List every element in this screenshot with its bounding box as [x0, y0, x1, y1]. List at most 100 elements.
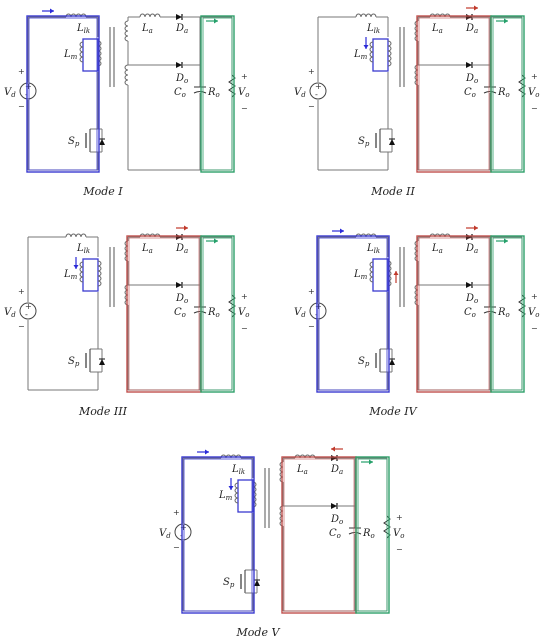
Lm-current-arrow-head — [393, 271, 399, 275]
Lm-branch — [372, 258, 389, 292]
label-Lm: Lm — [218, 490, 233, 502]
label-Ro: Ro — [497, 307, 510, 319]
secondary-current-loop — [416, 235, 492, 393]
label-Co: Co — [464, 87, 476, 99]
output-current-loop — [355, 456, 390, 614]
vo-minus-label: − — [531, 104, 538, 113]
vd-plus-label: + — [18, 67, 25, 76]
label-Vd: Vd — [4, 87, 16, 99]
label-Sp: Sp — [68, 356, 80, 368]
label-Vo: Vo — [528, 87, 539, 99]
aux-inductor-La — [139, 13, 161, 18]
label-La: La — [431, 243, 443, 255]
vo-minus-label: − — [241, 104, 248, 113]
mode-caption: Mode III — [78, 405, 128, 418]
label-Lm: Lm — [63, 49, 78, 61]
diode-Da — [176, 14, 182, 20]
label-La: La — [141, 23, 153, 35]
leakage-inductor-Llk — [355, 13, 377, 18]
source-plus-sign: + — [315, 82, 322, 91]
resistor-Ro — [518, 294, 526, 318]
aux-inductor-La — [429, 13, 451, 18]
label-Lm: Lm — [63, 269, 78, 281]
label-Co: Co — [464, 307, 476, 319]
vo-minus-label: − — [531, 324, 538, 333]
label-Da: Da — [465, 243, 478, 255]
output-current-arrow-head — [504, 18, 508, 24]
label-Sp: Sp — [358, 356, 370, 368]
label-Lm: Lm — [353, 269, 368, 281]
secondary-current-arrow-head — [474, 5, 478, 11]
label-Llk: Llk — [231, 464, 245, 476]
output-current-loop-inner — [202, 237, 233, 391]
source-Vd — [309, 82, 327, 100]
resistor-Ro — [228, 74, 236, 98]
label-Llk: Llk — [366, 23, 380, 35]
label-Vd: Vd — [4, 307, 16, 319]
source-plus-sign: + — [25, 82, 32, 91]
secondary-current-loop-inner — [283, 458, 355, 612]
leakage-inductor-Llk — [65, 13, 87, 18]
source-plus-sign: + — [180, 523, 187, 532]
secondary-winding-2 — [279, 505, 284, 527]
resistor-Ro — [383, 515, 391, 539]
primary-current-loop-inner — [183, 458, 253, 612]
diode-Do — [176, 62, 182, 68]
label-Sp: Sp — [358, 136, 370, 148]
Lm-branch — [82, 38, 99, 72]
mode-caption: Mode V — [236, 626, 281, 639]
output-current-loop — [490, 15, 525, 173]
label-Vo: Vo — [528, 307, 539, 319]
leakage-inductor-Llk — [355, 233, 377, 238]
primary-current-loop — [316, 235, 390, 393]
cap-Co-plate-2 — [193, 91, 207, 94]
vo-plus-label: + — [241, 292, 248, 301]
label-Ro: Ro — [207, 307, 220, 319]
vd-plus-label: + — [18, 287, 25, 296]
source-Vd — [309, 302, 327, 320]
diode-Do — [466, 282, 472, 288]
secondary-current-loop-inner — [418, 17, 490, 171]
primary-current-arrow-head — [340, 228, 344, 234]
label-Llk: Llk — [76, 243, 90, 255]
vo-plus-label: + — [241, 72, 248, 81]
diode-Do — [176, 282, 182, 288]
label-Do: Do — [465, 73, 478, 85]
label-Lm: Lm — [353, 49, 368, 61]
secondary-current-arrow-head — [331, 446, 335, 452]
Lm-current-arrow-head — [228, 486, 234, 490]
vo-minus-label: − — [241, 324, 248, 333]
vd-plus-label: + — [308, 67, 315, 76]
aux-inductor-La — [429, 233, 451, 238]
switch-body-diode — [254, 580, 260, 586]
cap-Co-plate-2 — [483, 311, 497, 314]
switch-body-diode — [99, 359, 105, 365]
label-Do: Do — [330, 514, 343, 526]
cap-Co-plate-2 — [483, 91, 497, 94]
label-Co: Co — [329, 528, 341, 540]
label-Do: Do — [175, 73, 188, 85]
secondary-current-loop-inner — [418, 237, 490, 391]
output-current-loop — [200, 15, 235, 173]
label-Vo: Vo — [238, 87, 249, 99]
secondary-winding-1 — [414, 20, 419, 42]
output-current-loop-inner — [357, 458, 388, 612]
label-Llk: Llk — [366, 243, 380, 255]
leakage-inductor-Llk — [220, 454, 242, 459]
diode-Da — [176, 234, 182, 240]
diode-Da — [466, 14, 472, 20]
vo-plus-label: + — [531, 292, 538, 301]
switch-body-diode — [99, 139, 105, 145]
vd-minus-label: − — [18, 322, 25, 331]
vd-plus-label: + — [173, 508, 180, 517]
secondary-winding-2 — [414, 284, 419, 306]
vd-minus-label: − — [308, 102, 315, 111]
magnetizing-inductor-Lm — [369, 261, 374, 283]
magnetizing-inductor-Lm — [79, 41, 84, 63]
primary-current-arrow-head — [205, 449, 209, 455]
primary-current-arrow-head — [50, 8, 54, 14]
